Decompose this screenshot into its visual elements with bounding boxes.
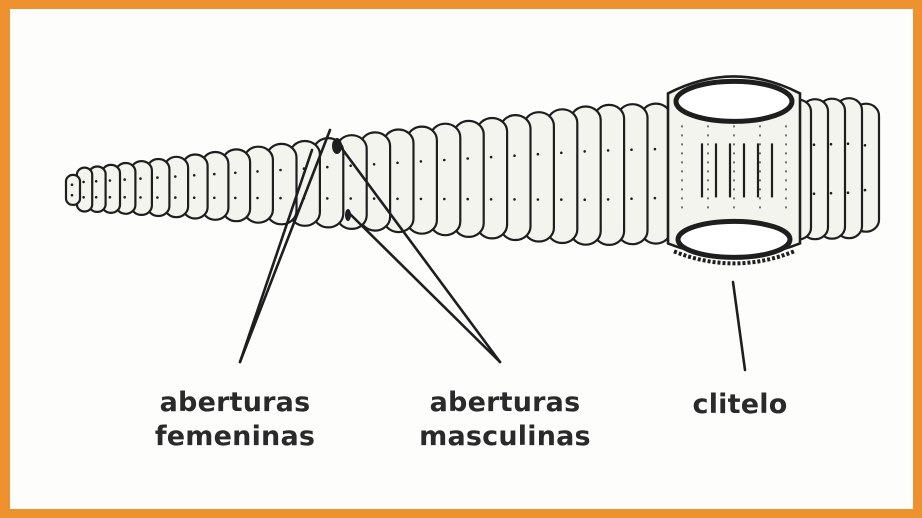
clitellum-top-ring xyxy=(676,81,792,121)
label-female-line2: femeninas xyxy=(140,420,330,454)
seta-dot xyxy=(443,198,446,201)
seta-dot xyxy=(490,156,493,159)
label-male-line1: aberturas xyxy=(405,386,605,420)
clitellum-bottom-ring xyxy=(678,221,790,257)
seta-dot xyxy=(513,198,516,201)
seta-dot xyxy=(583,150,586,153)
seta-dot xyxy=(396,162,399,165)
seta-dot xyxy=(513,154,516,157)
seta-dot xyxy=(349,164,352,167)
seta-dot xyxy=(109,196,112,199)
seta-dot xyxy=(82,181,85,184)
seta-dot xyxy=(174,196,177,199)
seta-dot xyxy=(279,169,282,172)
seta-dot xyxy=(560,198,563,201)
seta-dot xyxy=(213,197,216,200)
seta-dot xyxy=(123,178,126,181)
seta-dot xyxy=(156,196,159,199)
label-clitellum-line1: clitelo xyxy=(665,388,815,422)
seta-dot xyxy=(71,194,74,197)
seta-dot xyxy=(466,157,469,160)
seta-dot xyxy=(95,180,98,183)
seta-dot xyxy=(847,142,850,145)
seta-dot xyxy=(466,198,469,201)
seta-dot xyxy=(654,197,657,200)
seta-dot xyxy=(813,143,816,146)
seta-dot xyxy=(174,175,177,178)
seta-dot xyxy=(193,174,196,177)
seta-dot xyxy=(813,192,816,195)
seta-dot xyxy=(537,153,540,156)
seta-dot xyxy=(123,196,126,199)
seta-dot xyxy=(654,148,657,151)
leader-clitellum xyxy=(733,282,745,370)
seta-dot xyxy=(607,149,610,152)
seta-dot xyxy=(213,173,216,176)
seta-dot xyxy=(82,196,85,199)
label-male-line2: masculinas xyxy=(405,420,605,454)
seta-dot xyxy=(326,197,329,200)
seta-dot xyxy=(864,144,867,147)
label-male-openings: aberturas masculinas xyxy=(405,386,605,454)
seta-dot xyxy=(490,198,493,201)
seta-dot xyxy=(256,197,259,200)
seta-dot xyxy=(256,170,259,173)
seta-dot xyxy=(630,148,633,151)
seta-dot xyxy=(396,198,399,201)
body-segment xyxy=(66,175,80,205)
clitellum-band xyxy=(668,76,800,263)
seta-dot xyxy=(95,196,98,199)
label-clitellum: clitelo xyxy=(665,388,815,422)
seta-dot xyxy=(139,177,142,180)
seta-dot xyxy=(109,179,112,182)
seta-dot xyxy=(847,191,850,194)
seta-dot xyxy=(139,196,142,199)
seta-dot xyxy=(326,166,329,169)
seta-dot xyxy=(156,176,159,179)
seta-dot xyxy=(830,143,833,146)
seta-dot xyxy=(583,198,586,201)
seta-dot xyxy=(193,196,196,199)
seta-dot xyxy=(373,197,376,200)
seta-dot xyxy=(234,197,237,200)
seta-dot xyxy=(830,192,833,195)
seta-dot xyxy=(864,189,867,192)
seta-dot xyxy=(607,198,610,201)
seta-dot xyxy=(234,172,237,175)
seta-dot xyxy=(560,152,563,155)
label-female-openings: aberturas femeninas xyxy=(140,386,330,454)
seta-dot xyxy=(373,163,376,166)
label-female-line1: aberturas xyxy=(140,386,330,420)
seta-dot xyxy=(420,198,423,201)
seta-dot xyxy=(71,183,74,186)
seta-dot xyxy=(279,197,282,200)
seta-dot xyxy=(420,160,423,163)
seta-dot xyxy=(537,198,540,201)
seta-dot xyxy=(630,197,633,200)
seta-dot xyxy=(443,159,446,162)
seta-dot xyxy=(349,197,352,200)
